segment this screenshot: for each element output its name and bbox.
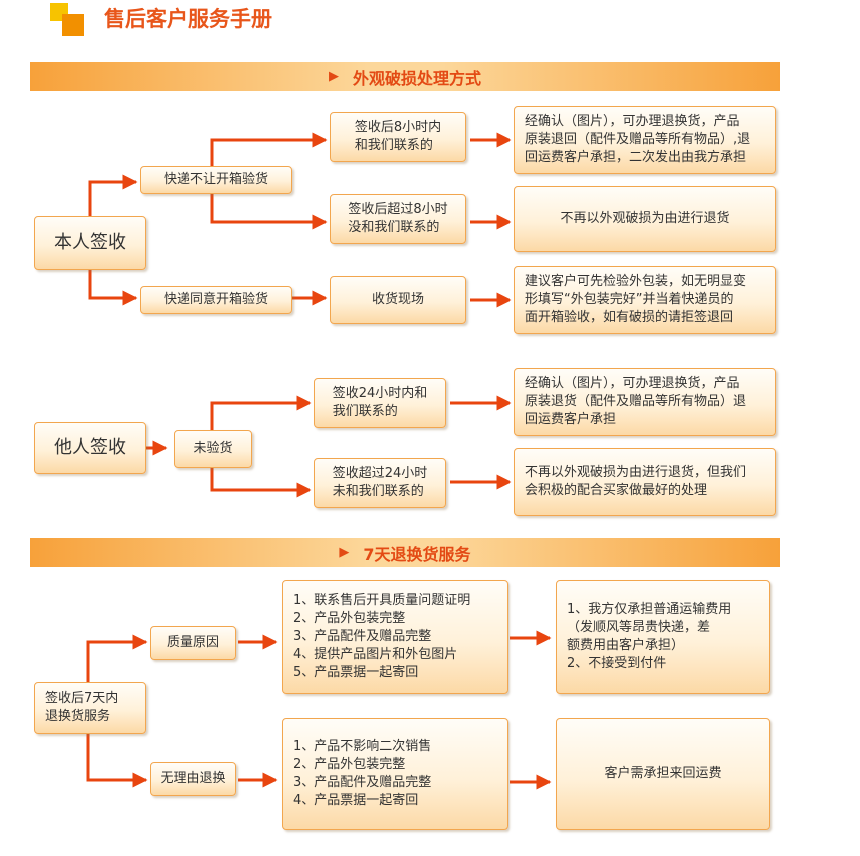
node-quality-conditions: 1、联系售后开具质量问题证明 2、产品外包装完整 3、产品配件及赠品完整 4、提… xyxy=(282,580,508,694)
node-over-8-hours-result: 不再以外观破损为由进行退货 xyxy=(514,186,776,252)
section-bar-damage: ▶ 外观破损处理方式 xyxy=(30,62,780,91)
node-over-8-hours: 签收后超过8小时 没和我们联系的 xyxy=(330,194,466,244)
node-on-site-result: 建议客户可先检验外包装，如无明显变 形填写“外包装完好”并当着快递员的 面开箱验… xyxy=(514,266,776,334)
node-within-24-hours-result: 经确认（图片），可办理退换货，产品 原装退货（配件及赠品等所有物品）退 回运费客… xyxy=(514,368,776,436)
node-other-sign: 他人签收 xyxy=(34,422,146,474)
section-title: 外观破损处理方式 xyxy=(352,68,481,88)
node-not-inspected: 未验货 xyxy=(174,430,252,468)
node-within-8-hours-result: 经确认（图片），可办理退换货，产品 原装退回（配件及赠品等所有物品）,退 回运费… xyxy=(514,106,776,174)
triangle-right-icon: ▶ xyxy=(328,69,339,84)
triangle-right-icon: ▶ xyxy=(339,545,350,560)
node-within-8-hours: 签收后8小时内 和我们联系的 xyxy=(330,112,466,162)
node-no-reason-return: 无理由退换 xyxy=(150,762,236,796)
node-open-inspection-allowed: 快递同意开箱验货 xyxy=(140,286,292,314)
node-no-reason-conditions: 1、产品不影响二次销售 2、产品外包装完整 3、产品配件及赠品完整 4、产品票据… xyxy=(282,718,508,830)
node-seven-day-service: 签收后7天内 退换货服务 xyxy=(34,682,146,734)
node-no-reason-result: 客户需承担来回运费 xyxy=(556,718,770,830)
node-on-site: 收货现场 xyxy=(330,276,466,324)
node-over-24-hours: 签收超过24小时 未和我们联系的 xyxy=(314,458,446,508)
node-quality-result: 1、我方仅承担普通运输费用 （发顺风等昂贵快递，差 额费用由客户承担） 2、不接… xyxy=(556,580,770,694)
page-title: 售后客户服务手册 xyxy=(104,7,272,31)
section-bar-7-day-return: ▶ 7天退换货服务 xyxy=(30,538,780,567)
logo-square-orange xyxy=(62,14,84,36)
node-within-24-hours: 签收24小时内和 我们联系的 xyxy=(314,378,446,428)
node-self-sign: 本人签收 xyxy=(34,216,146,270)
node-over-24-hours-result: 不再以外观破损为由进行退货，但我们 会积极的配合买家做最好的处理 xyxy=(514,448,776,516)
section-title: 7天退换货服务 xyxy=(363,544,471,564)
node-quality-reason: 质量原因 xyxy=(150,626,236,660)
node-no-open-inspection: 快递不让开箱验货 xyxy=(140,166,292,194)
